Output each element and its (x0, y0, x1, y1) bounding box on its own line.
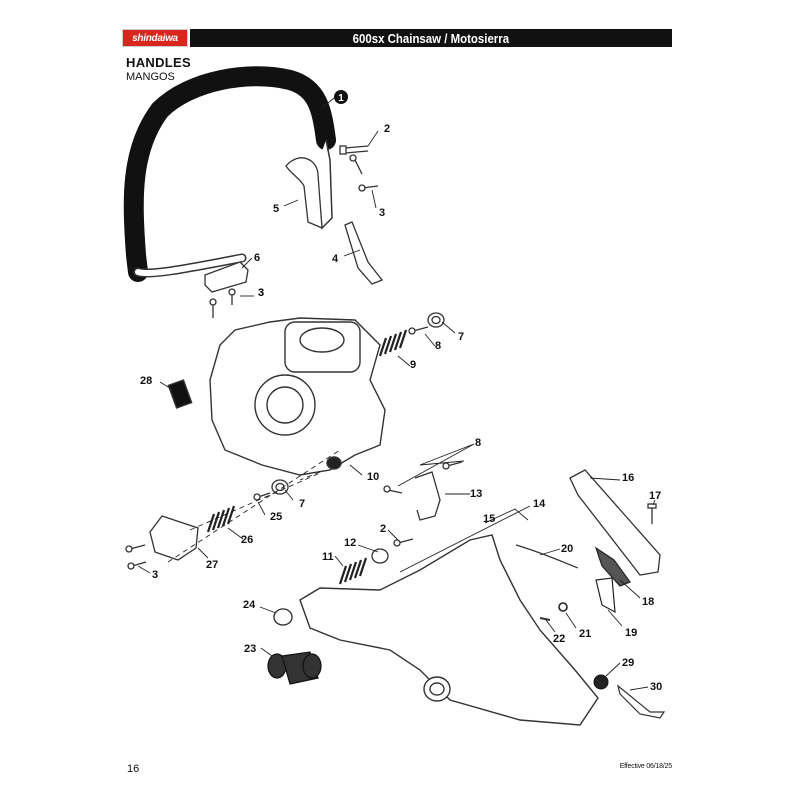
callout-14: 14 (533, 498, 546, 510)
brand-logo: shindaiwa (122, 29, 188, 47)
page-header: shindaiwa 600sx Chainsaw / Motosierra (122, 29, 672, 47)
page-title: 600sx Chainsaw / Motosierra (352, 30, 510, 46)
callout-7: 7 (458, 331, 464, 343)
callout-18: 18 (642, 596, 654, 608)
callout-7b: 7 (299, 498, 305, 510)
spring-21 (558, 602, 568, 612)
callout-11: 11 (322, 551, 334, 563)
callout-6: 6 (254, 252, 260, 264)
title-bar: 600sx Chainsaw / Motosierra (190, 29, 672, 47)
page-number: 16 (127, 763, 140, 775)
callout-22: 22 (553, 633, 565, 645)
front-handle-bar (123, 66, 336, 282)
callout-25: 25 (270, 511, 282, 523)
callout-27: 27 (206, 559, 218, 571)
section-title: HANDLES (126, 55, 191, 70)
callout-16: 16 (622, 472, 634, 484)
callout-24: 24 (243, 599, 256, 611)
springs (206, 329, 408, 585)
callout-8: 8 (435, 340, 441, 352)
callout-3c: 3 (152, 569, 158, 581)
callout-1: 1 (338, 93, 344, 104)
callout-3: 3 (379, 207, 385, 219)
leader-lines (137, 97, 656, 691)
callout-3b: 3 (258, 287, 264, 299)
callout-21: 21 (579, 628, 591, 640)
callout-17: 17 (649, 490, 661, 502)
throttle-lever-cover (569, 469, 661, 576)
brand-logo-text: shindaiwa (132, 32, 178, 44)
handle-mount (204, 261, 249, 293)
callout-29: 29 (622, 657, 634, 669)
effective-date: Effective 06/18/25 (619, 763, 673, 770)
callout-4: 4 (332, 253, 339, 265)
engine-block (167, 317, 386, 476)
handle-bracket (285, 157, 323, 230)
callout-19: 19 (625, 627, 637, 639)
callout-9: 9 (410, 359, 416, 371)
callout-8b: 8 (475, 437, 481, 449)
grommet-24 (273, 608, 293, 626)
screws (125, 145, 657, 570)
callout-12: 12 (344, 537, 356, 549)
callout-13: 13 (470, 488, 482, 500)
intake-boot (267, 651, 322, 685)
callout-26: 26 (241, 534, 253, 546)
chain-catcher (616, 684, 666, 719)
section-subtitle: MANGOS (126, 71, 175, 83)
callout-23: 23 (244, 643, 256, 655)
callout-30: 30 (650, 681, 662, 693)
callout-5: 5 (273, 203, 279, 215)
plug-29 (593, 674, 609, 690)
callout-28: 28 (140, 375, 152, 387)
mount-plate (149, 515, 199, 561)
throttle-rod (515, 544, 579, 569)
handle-support (344, 221, 384, 285)
rear-handle-housing (299, 534, 599, 726)
bracket-13 (414, 471, 441, 521)
callout-circle-1 (334, 90, 348, 104)
callout-2: 2 (384, 123, 390, 135)
callout-20: 20 (561, 543, 573, 555)
alignment-lines (167, 449, 341, 563)
callout-10: 10 (367, 471, 379, 483)
callout-3d: 3 (258, 287, 264, 299)
callout-2b: 2 (380, 523, 386, 535)
pin-22 (539, 617, 551, 621)
callout-15: 15 (483, 513, 495, 525)
throttle-interlock (595, 577, 616, 614)
